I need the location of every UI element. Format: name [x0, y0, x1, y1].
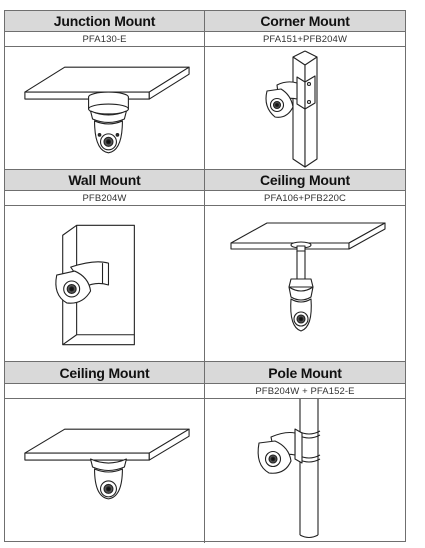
- mount-table: Junction Mount Corner Mount PFA130-E PFA…: [4, 10, 406, 543]
- mount-model-ceiling: [5, 384, 205, 399]
- junction-mount-illustration: [5, 47, 205, 170]
- mount-title-wall: Wall Mount: [5, 170, 205, 191]
- ceiling-mount-illustration: [5, 399, 205, 543]
- mount-title-ceiling-pendant: Ceiling Mount: [205, 170, 405, 191]
- pole-mount-illustration: [205, 399, 405, 543]
- ceiling-pendant-mount-illustration: [205, 206, 405, 362]
- corner-mount-icon: [265, 50, 318, 168]
- junction-mount-icon: [24, 66, 190, 153]
- mount-model-pole: PFB204W + PFA152-E: [205, 384, 405, 399]
- ceiling-pendant-mount-icon: [230, 222, 386, 332]
- corner-mount-illustration: [205, 47, 405, 170]
- ceiling-mount-icon: [24, 428, 190, 500]
- wall-mount-icon: [55, 224, 135, 346]
- mount-title-junction: Junction Mount: [5, 11, 205, 32]
- mount-model-junction: PFA130-E: [5, 32, 205, 47]
- mount-title-ceiling: Ceiling Mount: [5, 362, 205, 384]
- mount-model-ceiling-pendant: PFA106+PFB220C: [205, 191, 405, 206]
- mount-model-wall: PFB204W: [5, 191, 205, 206]
- pole-mount-icon: [257, 399, 321, 539]
- mount-title-pole: Pole Mount: [205, 362, 405, 384]
- mount-title-corner: Corner Mount: [205, 11, 405, 32]
- mount-model-corner: PFA151+PFB204W: [205, 32, 405, 47]
- wall-mount-illustration: [5, 206, 205, 362]
